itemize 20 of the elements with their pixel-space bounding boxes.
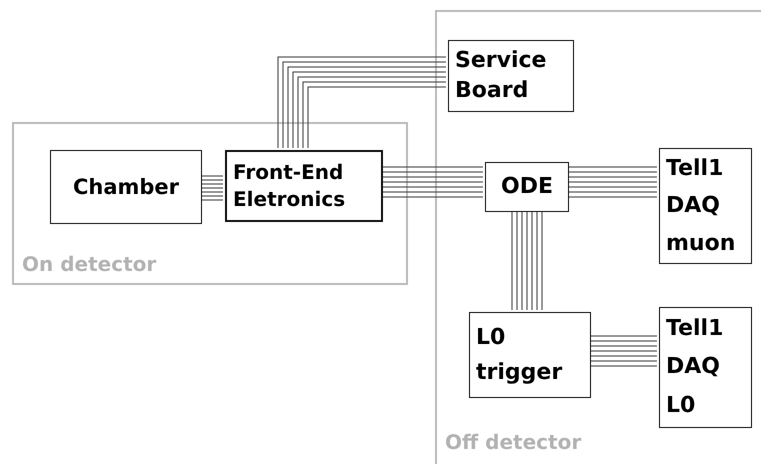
component-box [659, 148, 752, 264]
region-label: Off detector [445, 430, 582, 454]
component-label: ODE [501, 173, 553, 202]
component-label: L0 trigger [476, 324, 564, 387]
component-box [225, 150, 383, 222]
component-box [485, 162, 569, 212]
region-outline [435, 10, 761, 464]
region-label: On detector [22, 252, 156, 276]
component-box [448, 40, 574, 112]
component-label: Chamber [72, 174, 180, 201]
component-label: Tell1 DAQ muon [666, 154, 736, 258]
region-outline [12, 122, 408, 285]
cable-bus [278, 56, 446, 148]
component-box [50, 150, 202, 224]
component-label: Front-End Eletronics [233, 159, 346, 213]
component-box [659, 307, 752, 428]
component-label: Service Board [455, 47, 548, 105]
cable-bus [512, 210, 542, 310]
component-box [469, 312, 591, 398]
component-label: Tell1 DAQ L0 [666, 314, 724, 420]
